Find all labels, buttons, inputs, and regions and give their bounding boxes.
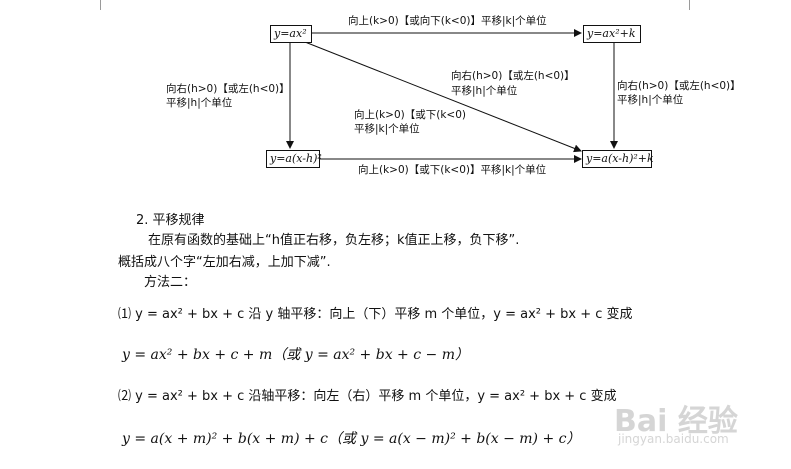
edge-diag-b-label-1: 向上(k>0)【或下(k<0) <box>354 109 467 121</box>
rule-line-1: 在原有函数的基础上“h值正右移，负左移；k值正上移，负下移”. <box>148 233 520 248</box>
item-1-result: y = ax² + bx + c + m（或 y = ax² + bx + c … <box>122 347 469 363</box>
node-bottom-left: y=a(x-h)² <box>266 150 322 168</box>
edge-right-label-2: 平移|h|个单位 <box>617 94 684 106</box>
item-2-result: y = a(x + m)² + b(x + m) + c（或 y = a(x −… <box>122 431 581 447</box>
node-top-right: y=ax²+k <box>583 25 641 43</box>
edge-diag-a-label-1: 向右(h>0)【或左(h<0)】 <box>451 70 575 82</box>
method-label: 方法二： <box>144 275 197 290</box>
arrow-diagonal <box>304 41 582 153</box>
crop-mark-right <box>689 0 690 10</box>
crop-mark-left <box>100 0 101 10</box>
edge-left-label-2: 平移|h|个单位 <box>166 97 233 109</box>
baidu-watermark-logo: Bai 经验 <box>614 404 738 439</box>
item-2: ⑵ y = ax² + bx + c 沿轴平移：向左（右）平移 m 个单位，y … <box>118 389 617 404</box>
edge-bottom-label: 向上(k>0)【或下(k<0)】平移|k|个单位 <box>358 164 547 176</box>
edge-diag-b-label-2: 平移|k|个单位 <box>354 123 420 135</box>
baidu-watermark-url: jingyan.baidu.com <box>618 432 729 446</box>
edge-diag-a-label-2: 平移|h|个单位 <box>451 85 518 97</box>
rule-line-2: 概括成八个字“左加右减，上加下减”. <box>118 255 331 270</box>
node-top-left: y=ax² <box>270 25 312 43</box>
edge-right-label-1: 向右(h>0)【或左(h<0)】 <box>617 80 741 92</box>
edge-top-label: 向上(k>0)【或向下(k<0)】平移|k|个单位 <box>348 15 547 27</box>
section-heading: 2. 平移规律 <box>136 213 205 228</box>
item-1: ⑴ y = ax² + bx + c 沿 y 轴平移：向上（下）平移 m 个单位… <box>118 307 633 322</box>
edge-left-label-1: 向右(h>0)【或左(h<0)】 <box>166 83 290 95</box>
node-bottom-right: y=a(x-h)²+k <box>582 150 654 168</box>
